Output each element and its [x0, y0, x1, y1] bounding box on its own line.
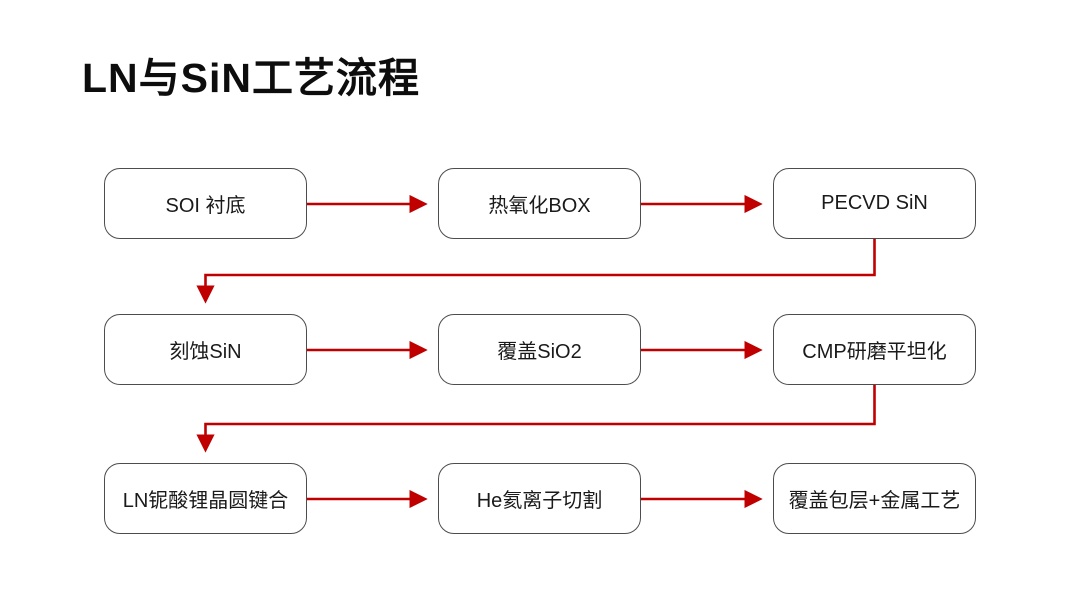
flow-node-thermal-oxide-box[interactable]: 热氧化BOX — [438, 168, 641, 239]
flow-node-pecvd-sin[interactable]: PECVD SiN — [773, 168, 976, 239]
flow-node-label: PECVD SiN — [821, 192, 928, 214]
flow-node-he-ion-slicing[interactable]: He氦离子切割 — [438, 463, 641, 534]
page-title: LN与SiN工艺流程 — [82, 55, 420, 101]
flow-node-cover-sio2[interactable]: 覆盖SiO2 — [438, 314, 641, 385]
flow-node-cladding-metal[interactable]: 覆盖包层+金属工艺 — [773, 463, 976, 534]
flow-node-label: SOI 衬底 — [165, 195, 246, 217]
flow-node-label: 刻蚀SiN — [169, 341, 242, 363]
arrow-cmp-to-bonding — [196, 385, 876, 453]
flow-node-label: 热氧化BOX — [488, 195, 591, 217]
flow-node-etch-sin[interactable]: 刻蚀SiN — [104, 314, 307, 385]
flow-node-cmp-planarization[interactable]: CMP研磨平坦化 — [773, 314, 976, 385]
flow-node-label: He氦离子切割 — [476, 490, 603, 512]
flow-node-label: 覆盖SiO2 — [497, 341, 582, 363]
flow-node-label: LN铌酸锂晶圆键合 — [122, 490, 289, 512]
flow-node-label: CMP研磨平坦化 — [802, 341, 947, 363]
flow-node-soi-substrate[interactable]: SOI 衬底 — [104, 168, 307, 239]
arrow-pecvd-to-etch — [196, 239, 876, 304]
flow-node-ln-wafer-bonding[interactable]: LN铌酸锂晶圆键合 — [104, 463, 307, 534]
flow-node-label: 覆盖包层+金属工艺 — [788, 490, 961, 512]
